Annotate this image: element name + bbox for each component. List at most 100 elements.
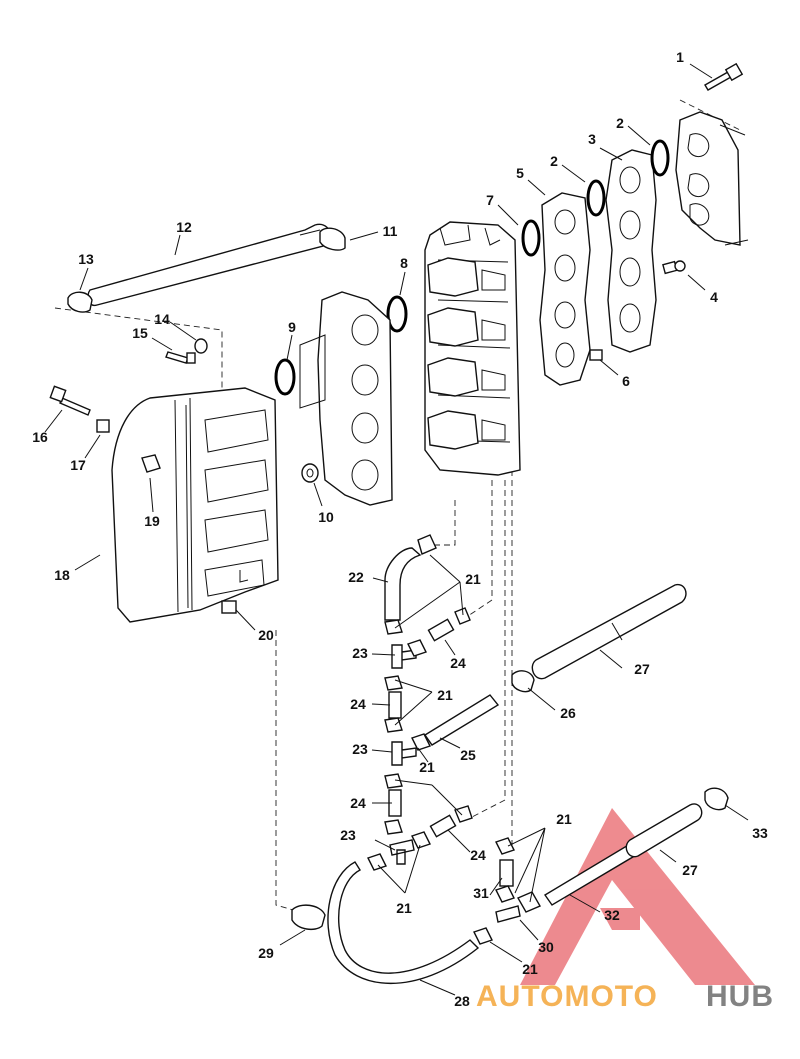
- reed-plate: [539, 192, 591, 386]
- hose-clamp: [495, 885, 515, 903]
- callout-24: 24: [350, 696, 366, 712]
- air-silencer-cover: [111, 387, 279, 623]
- fitting: [221, 600, 237, 614]
- callout-5: 5: [516, 165, 524, 181]
- screw: [49, 385, 91, 416]
- callout-26: 26: [560, 705, 576, 721]
- hose-clamp: [384, 675, 403, 691]
- watermark-automoto: AUTOMOTO: [476, 980, 658, 1013]
- fuel-hose: [424, 694, 500, 746]
- grommet: [96, 419, 110, 433]
- fuel-hose-short: [499, 859, 514, 887]
- callout-21: 21: [396, 900, 412, 916]
- tee-fitting: [391, 741, 417, 766]
- callout-10: 10: [318, 509, 334, 525]
- fuel-hose: [384, 547, 422, 621]
- hose-clamp: [67, 291, 93, 313]
- hose-clamp: [511, 670, 535, 693]
- o-ring: [586, 179, 606, 217]
- callout-8: 8: [400, 255, 408, 271]
- hose-clamp: [454, 607, 471, 625]
- fuel-hose-short: [388, 691, 402, 719]
- callout-24: 24: [350, 795, 366, 811]
- o-ring: [386, 295, 408, 333]
- hose-clamp: [704, 787, 729, 811]
- alignment-dashed-lines: [54, 99, 741, 913]
- o-ring: [521, 219, 541, 257]
- adaptor-plate: [299, 291, 393, 506]
- carburetor-stack: [424, 221, 521, 476]
- hose-clamp: [384, 773, 403, 789]
- callout-14: 14: [154, 311, 170, 327]
- hose-clamp: [291, 904, 326, 931]
- callout-18: 18: [54, 567, 70, 583]
- callout-3: 3: [588, 131, 596, 147]
- callout-21: 21: [437, 687, 453, 703]
- hose-clamp: [384, 619, 403, 635]
- fitting: [495, 905, 521, 923]
- callout-2: 2: [550, 153, 558, 169]
- hose-clamp: [411, 733, 431, 751]
- grommet: [194, 338, 208, 354]
- hose-clamp: [495, 837, 515, 855]
- o-ring: [274, 358, 296, 396]
- callout-21: 21: [522, 961, 538, 977]
- fuel-hose-short: [429, 814, 457, 838]
- grommet: [301, 463, 319, 483]
- callout-1: 1: [676, 49, 684, 65]
- callout-23: 23: [352, 645, 368, 661]
- callout-labels: 1 2 3 2 5 7 4 6 8 9 10 11 12 13 14 15 16…: [32, 49, 768, 1009]
- hose-clamp: [367, 853, 387, 871]
- callout-29: 29: [258, 945, 274, 961]
- watermark-logo: [520, 808, 755, 985]
- hose-clamp: [417, 534, 437, 555]
- callout-2: 2: [616, 115, 624, 131]
- hose-clamp: [473, 927, 493, 945]
- callout-22: 22: [348, 569, 364, 585]
- stud: [589, 349, 603, 361]
- hose-clamp: [384, 819, 403, 835]
- callout-16: 16: [32, 429, 48, 445]
- callout-32: 32: [604, 907, 620, 923]
- fuel-hose-large: [625, 803, 703, 858]
- callout-20: 20: [258, 627, 274, 643]
- callout-21: 21: [465, 571, 481, 587]
- hose-clamp: [407, 639, 427, 657]
- fuel-hose-short: [427, 618, 455, 642]
- callout-15: 15: [132, 325, 148, 341]
- power-head-block: [675, 111, 749, 246]
- fuel-hose-large: [531, 583, 687, 680]
- callout-27: 27: [634, 661, 650, 677]
- callout-13: 13: [78, 251, 94, 267]
- callout-7: 7: [486, 192, 494, 208]
- callout-28: 28: [454, 993, 470, 1009]
- callout-6: 6: [622, 373, 630, 389]
- screw: [165, 351, 196, 364]
- stud: [662, 260, 686, 275]
- callout-27: 27: [682, 862, 698, 878]
- callout-24: 24: [470, 847, 486, 863]
- watermark-hub: HUB: [706, 980, 774, 1013]
- leader-lines: [44, 63, 749, 996]
- callout-21: 21: [556, 811, 572, 827]
- bolt: [704, 62, 744, 91]
- breather-hose: [87, 223, 332, 307]
- hose-clamp: [411, 831, 431, 849]
- callout-4: 4: [710, 289, 718, 305]
- callout-33: 33: [752, 825, 768, 841]
- callout-17: 17: [70, 457, 86, 473]
- hose-clamp: [319, 227, 346, 251]
- callout-12: 12: [176, 219, 192, 235]
- callout-23: 23: [352, 741, 368, 757]
- hose-clamp: [454, 805, 473, 823]
- tee-fitting: [389, 839, 415, 865]
- callout-9: 9: [288, 319, 296, 335]
- callout-21: 21: [419, 759, 435, 775]
- fuel-hose-long: [327, 861, 480, 985]
- callout-25: 25: [460, 747, 476, 763]
- hose-clamp: [384, 717, 403, 733]
- hose-clamp: [517, 891, 541, 913]
- watermark-text: AUTOMOTO HUB: [476, 980, 774, 1013]
- clip: [141, 454, 161, 473]
